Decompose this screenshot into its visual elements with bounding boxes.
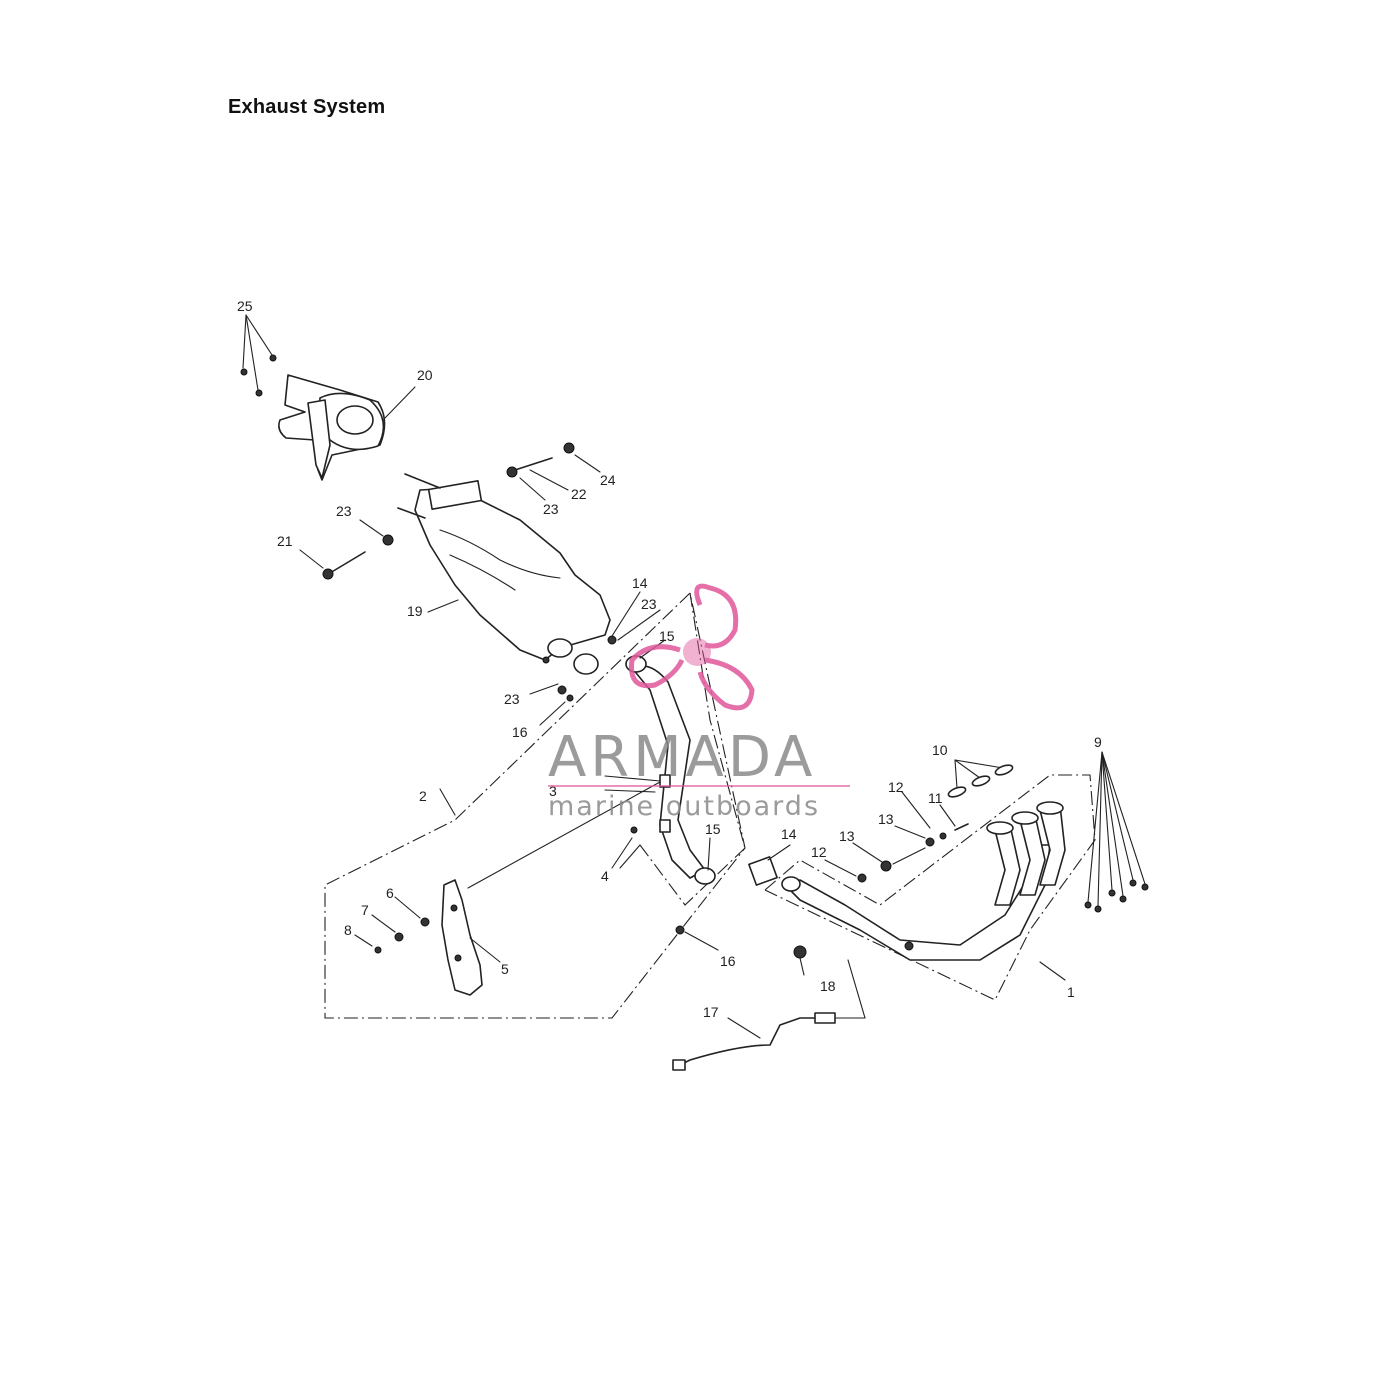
callout-13-up: 13: [878, 811, 894, 827]
callout-25: 25: [237, 298, 253, 314]
callout-labels: 25 20 24 22 23 23 21 19 14 23 15 23 16 2…: [237, 298, 1102, 1020]
callout-11: 11: [928, 790, 943, 806]
watermark-tagline: marine outboards: [548, 791, 820, 822]
callout-15-low: 15: [705, 821, 721, 837]
header-pipes-1: [748, 801, 1066, 981]
callout-23-left: 23: [336, 503, 352, 519]
callout-21: 21: [277, 533, 293, 549]
callout-19: 19: [407, 603, 423, 619]
callout-2: 2: [419, 788, 427, 804]
screws-25: [240, 314, 277, 397]
propeller-icon: [628, 583, 755, 711]
callout-1: 1: [1067, 984, 1075, 1000]
callout-17: 17: [703, 1004, 719, 1020]
callout-12-low: 12: [811, 844, 827, 860]
callout-12-up: 12: [888, 779, 904, 795]
o2-sensor-17: [672, 959, 866, 1071]
callout-8: 8: [344, 922, 352, 938]
callout-5: 5: [501, 961, 509, 977]
leader-lines: [354, 591, 956, 976]
gaskets-10: [947, 759, 1014, 798]
muffler-19: [397, 473, 611, 675]
callout-16-top: 16: [512, 724, 528, 740]
fasteners-upper: [299, 442, 617, 702]
callout-14-low: 14: [781, 826, 797, 842]
callout-10: 10: [932, 742, 948, 758]
callout-23-low: 23: [504, 691, 520, 707]
callout-22: 22: [571, 486, 587, 502]
nuts-9: [1084, 751, 1149, 913]
callout-6: 6: [386, 885, 394, 901]
callout-20: 20: [417, 367, 433, 383]
watermark-brand: ARMADA: [548, 725, 816, 790]
callout-7: 7: [361, 902, 369, 918]
callout-23-mid: 23: [641, 596, 657, 612]
callout-14-top: 14: [632, 575, 648, 591]
assembly-outlines: [324, 592, 1096, 1019]
callout-23-top: 23: [543, 501, 559, 517]
callout-15-top: 15: [659, 628, 675, 644]
callout-3: 3: [549, 783, 557, 799]
callout-4: 4: [601, 868, 609, 884]
heat-shield-5: [374, 781, 661, 996]
callout-24: 24: [600, 472, 616, 488]
diagram-title: Exhaust System: [228, 96, 386, 118]
callout-13-low: 13: [839, 828, 855, 844]
callout-9: 9: [1094, 734, 1102, 750]
callout-18: 18: [820, 978, 836, 994]
muffler-end-cap-20: [278, 374, 416, 481]
armada-watermark: ARMADA marine outboards: [548, 583, 850, 822]
callout-16-low: 16: [720, 953, 736, 969]
